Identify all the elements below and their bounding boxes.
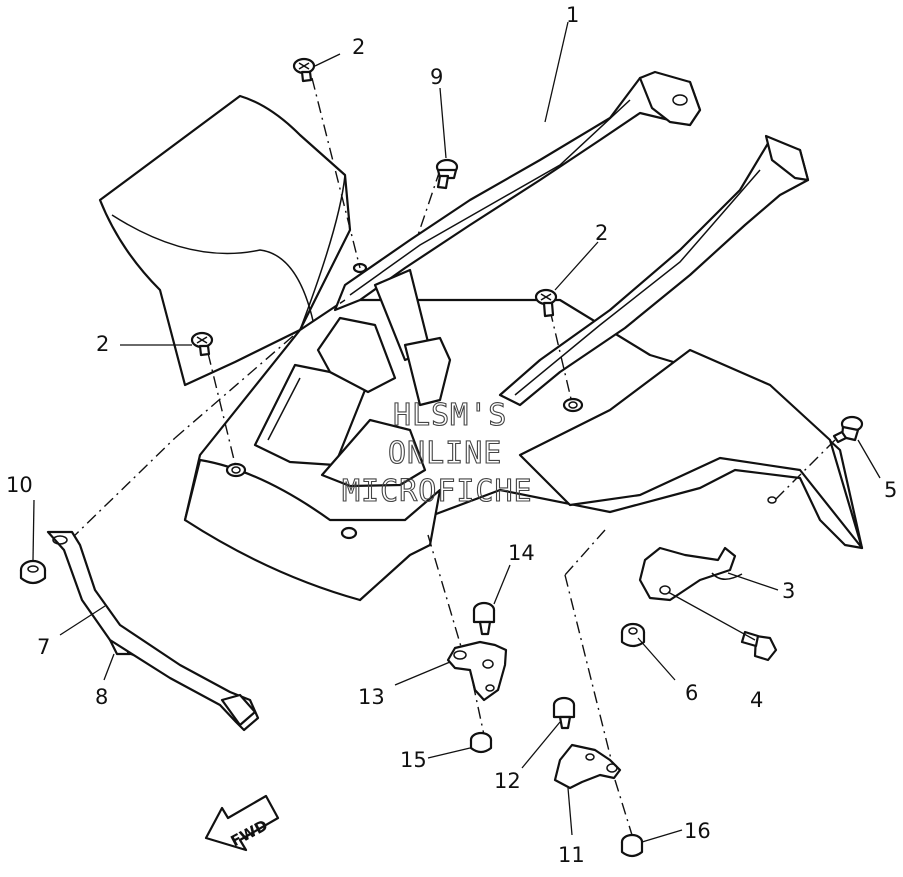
callout-3: 3 <box>782 579 795 603</box>
bolt-9 <box>435 158 459 190</box>
part-3-bracket <box>638 546 743 602</box>
callout-2-top: 2 <box>352 35 365 59</box>
bolt-14 <box>472 601 496 636</box>
callout-2-left: 2 <box>96 332 109 356</box>
callout-2-right: 2 <box>595 221 608 245</box>
callout-13: 13 <box>358 685 385 709</box>
nut-16 <box>620 833 644 858</box>
watermark-line-1: HLSM'S <box>393 398 507 433</box>
nut-6 <box>620 622 646 648</box>
screw-2-right <box>534 288 558 318</box>
nut-15 <box>469 731 493 754</box>
bolt-5 <box>832 415 864 444</box>
part-1-rail <box>333 70 702 407</box>
callout-4: 4 <box>750 688 763 712</box>
callout-14: 14 <box>508 541 535 565</box>
bolt-12 <box>552 696 576 730</box>
right-rail <box>498 134 810 407</box>
callout-9: 9 <box>430 65 443 89</box>
part-11-bracket <box>553 743 622 790</box>
callout-6: 6 <box>685 681 698 705</box>
callout-7: 7 <box>37 635 50 659</box>
callout-10: 10 <box>6 473 33 497</box>
screw-2-top <box>292 57 316 83</box>
watermark-line-2: ONLINE <box>388 436 502 471</box>
callout-11: 11 <box>558 843 585 867</box>
screw-2-left <box>190 331 214 357</box>
watermark: HLSM'S ONLINE MICROFICHE <box>341 397 533 509</box>
callout-leaders <box>32 21 881 843</box>
callout-16: 16 <box>684 819 711 843</box>
part-13-bracket <box>446 640 508 702</box>
callout-12: 12 <box>494 769 521 793</box>
callout-8: 8 <box>95 685 108 709</box>
callout-5: 5 <box>884 478 897 502</box>
watermark-line-3: MICROFICHE <box>342 474 533 509</box>
callout-1: 1 <box>566 3 579 27</box>
part-7-stay <box>46 530 260 732</box>
dash-lines <box>69 77 836 836</box>
rear-fender-body <box>98 94 864 602</box>
callout-labels: 1 2 9 2 2 10 5 14 3 7 8 13 6 4 15 12 16 … <box>6 3 897 867</box>
fwd-arrow: FWD <box>204 794 280 852</box>
callout-15: 15 <box>400 748 427 772</box>
nut-10 <box>19 559 47 585</box>
